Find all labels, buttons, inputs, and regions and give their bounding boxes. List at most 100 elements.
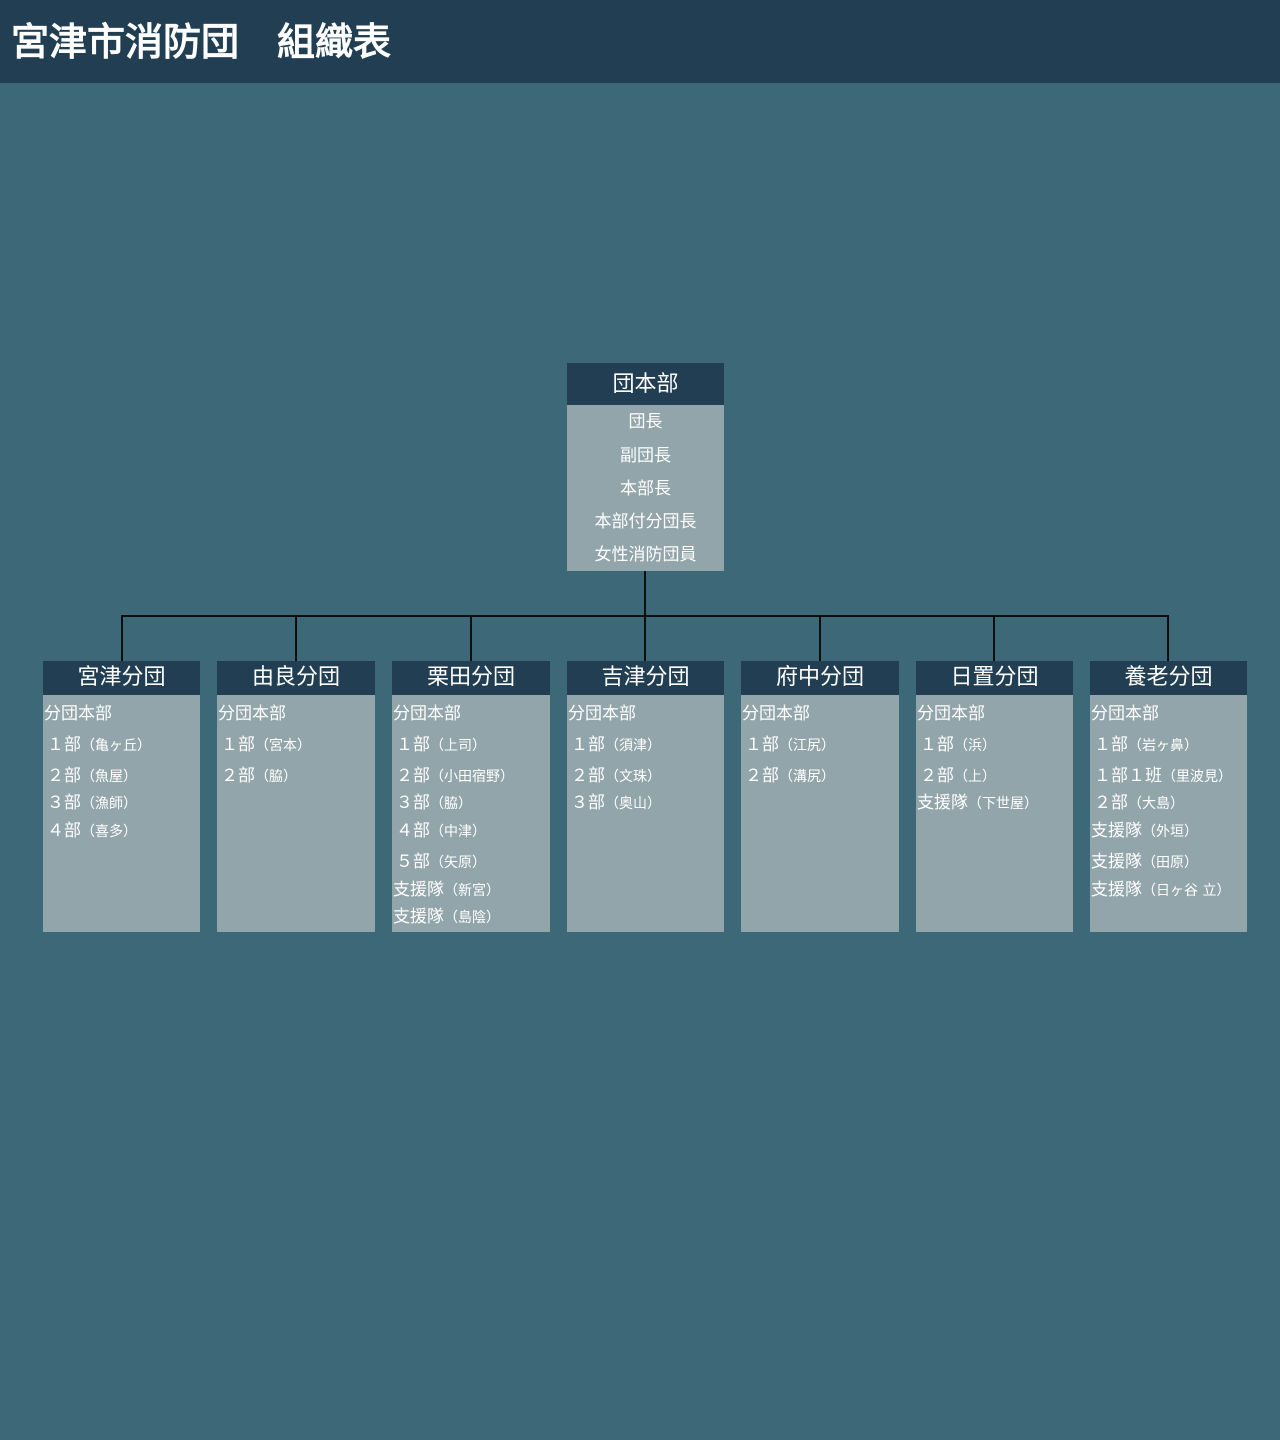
- hq-box: 団本部 団長 副団長 本部長 本部付分団長 女性消防団員: [567, 363, 724, 571]
- unit-item: １部１班（里波見）: [1094, 765, 1232, 788]
- unit-name: １部: [920, 735, 954, 755]
- unit-name: ３部: [396, 793, 430, 813]
- unit-name: 支援隊: [1091, 852, 1142, 872]
- unit-location: （喜多）: [81, 824, 137, 840]
- unit-item: ３部（奥山）: [571, 792, 661, 815]
- hq-header: 団本部: [567, 363, 724, 405]
- unit-item: 支援隊（島陰）: [393, 906, 500, 929]
- unit-name: 分団本部: [742, 704, 810, 724]
- unit-item: ２部（文珠）: [571, 765, 661, 788]
- unit-name: １部１班: [1094, 766, 1162, 786]
- unit-name: １部: [1094, 735, 1128, 755]
- hq-member: 団長: [628, 412, 663, 432]
- unit-item: ２部（魚屋）: [47, 765, 137, 788]
- unit-item: 分団本部: [1091, 703, 1159, 725]
- unit-name: 支援隊: [393, 907, 444, 927]
- unit-name: 分団本部: [44, 704, 112, 724]
- unit-name: ３部: [571, 793, 605, 813]
- branch-header: 日置分団: [916, 661, 1073, 695]
- unit-name: １部: [745, 735, 779, 755]
- unit-name: ４部: [47, 821, 81, 841]
- unit-location: （奥山）: [605, 796, 661, 812]
- unit-location: （小田宿野）: [430, 769, 514, 785]
- unit-location: （魚屋）: [81, 769, 137, 785]
- unit-item: 支援隊（外垣）: [1091, 820, 1198, 843]
- unit-item: ５部（矢原）: [396, 851, 486, 874]
- unit-name: １部: [396, 735, 430, 755]
- unit-name: ５部: [396, 852, 430, 872]
- unit-name: ４部: [396, 821, 430, 841]
- unit-item: １部（岩ヶ鼻）: [1094, 734, 1198, 757]
- unit-item: 支援隊（田原）: [1091, 851, 1198, 874]
- unit-item: ３部（漁師）: [47, 792, 137, 815]
- unit-item: ２部（大島）: [1094, 792, 1184, 815]
- unit-location: （須津）: [605, 738, 661, 754]
- unit-item: ３部（脇）: [396, 792, 472, 815]
- hq-member: 女性消防団員: [594, 545, 697, 565]
- branch-header: 府中分団: [741, 661, 899, 695]
- unit-item: １部（江尻）: [745, 734, 835, 757]
- unit-name: 分団本部: [218, 704, 286, 724]
- unit-name: 支援隊: [393, 880, 444, 900]
- hq-member: 副団長: [620, 446, 671, 466]
- unit-name: ２部: [920, 766, 954, 786]
- unit-item: 分団本部: [218, 703, 286, 725]
- unit-item: １部（亀ヶ丘）: [47, 734, 151, 757]
- unit-name: 支援隊: [1091, 821, 1142, 841]
- unit-location: （脇）: [255, 769, 297, 785]
- unit-item: 分団本部: [568, 703, 636, 725]
- unit-name: １部: [221, 735, 255, 755]
- unit-item: 分団本部: [393, 703, 461, 725]
- unit-item: ２部（脇）: [221, 765, 297, 788]
- unit-name: 支援隊: [1091, 880, 1142, 900]
- branch-box: 府中分団 分団本部 １部（江尻） ２部（溝尻）: [741, 661, 899, 932]
- unit-location: （新宮）: [444, 883, 500, 899]
- unit-item: 分団本部: [917, 703, 985, 725]
- unit-item: 支援隊（日ヶ谷 立）: [1091, 879, 1230, 902]
- hq-member: 本部長: [620, 479, 671, 499]
- unit-location: （浜）: [954, 738, 996, 754]
- branch-header: 宮津分団: [43, 661, 200, 695]
- unit-location: （大島）: [1128, 796, 1184, 812]
- unit-name: 分団本部: [917, 704, 985, 724]
- unit-name: ２部: [1094, 793, 1128, 813]
- page-title: 宮津市消防団 組織表: [11, 20, 392, 64]
- unit-name: 分団本部: [393, 704, 461, 724]
- unit-item: １部（宮本）: [221, 734, 311, 757]
- unit-name: ２部: [221, 766, 255, 786]
- branch-header: 養老分団: [1090, 661, 1247, 695]
- unit-name: １部: [571, 735, 605, 755]
- unit-location: （下世屋）: [968, 796, 1038, 812]
- unit-location: （溝尻）: [779, 769, 835, 785]
- unit-name: １部: [47, 735, 81, 755]
- unit-location: （亀ヶ丘）: [81, 738, 151, 754]
- unit-name: ２部: [47, 766, 81, 786]
- unit-location: （漁師）: [81, 796, 137, 812]
- title-bar: 宮津市消防団 組織表: [0, 0, 1280, 83]
- branch-header: 栗田分団: [392, 661, 550, 695]
- unit-location: （田原）: [1142, 855, 1198, 871]
- unit-item: ２部（溝尻）: [745, 765, 835, 788]
- unit-item: 支援隊（新宮）: [393, 879, 500, 902]
- unit-item: 分団本部: [44, 703, 112, 725]
- unit-item: ２部（上）: [920, 765, 996, 788]
- unit-location: （脇）: [430, 796, 472, 812]
- unit-item: ２部（小田宿野）: [396, 765, 514, 788]
- unit-name: ２部: [396, 766, 430, 786]
- unit-location: （文珠）: [605, 769, 661, 785]
- unit-item: ４部（中津）: [396, 820, 486, 843]
- unit-name: 分団本部: [568, 704, 636, 724]
- unit-location: （江尻）: [779, 738, 835, 754]
- branch-box: 日置分団 分団本部 １部（浜） ２部（上） 支援隊（下世屋）: [916, 661, 1073, 932]
- unit-item: ４部（喜多）: [47, 820, 137, 843]
- unit-location: （矢原）: [430, 855, 486, 871]
- unit-item: １部（須津）: [571, 734, 661, 757]
- unit-location: （外垣）: [1142, 824, 1198, 840]
- branch-header: 吉津分団: [567, 661, 724, 695]
- unit-item: 支援隊（下世屋）: [917, 792, 1038, 815]
- branch-box: 宮津分団 分団本部 １部（亀ヶ丘） ２部（魚屋） ３部（漁師） ４部（喜多）: [43, 661, 200, 932]
- unit-item: 分団本部: [742, 703, 810, 725]
- unit-name: 分団本部: [1091, 704, 1159, 724]
- unit-name: ２部: [571, 766, 605, 786]
- branch-box: 吉津分団 分団本部 １部（須津） ２部（文珠） ３部（奥山）: [567, 661, 724, 932]
